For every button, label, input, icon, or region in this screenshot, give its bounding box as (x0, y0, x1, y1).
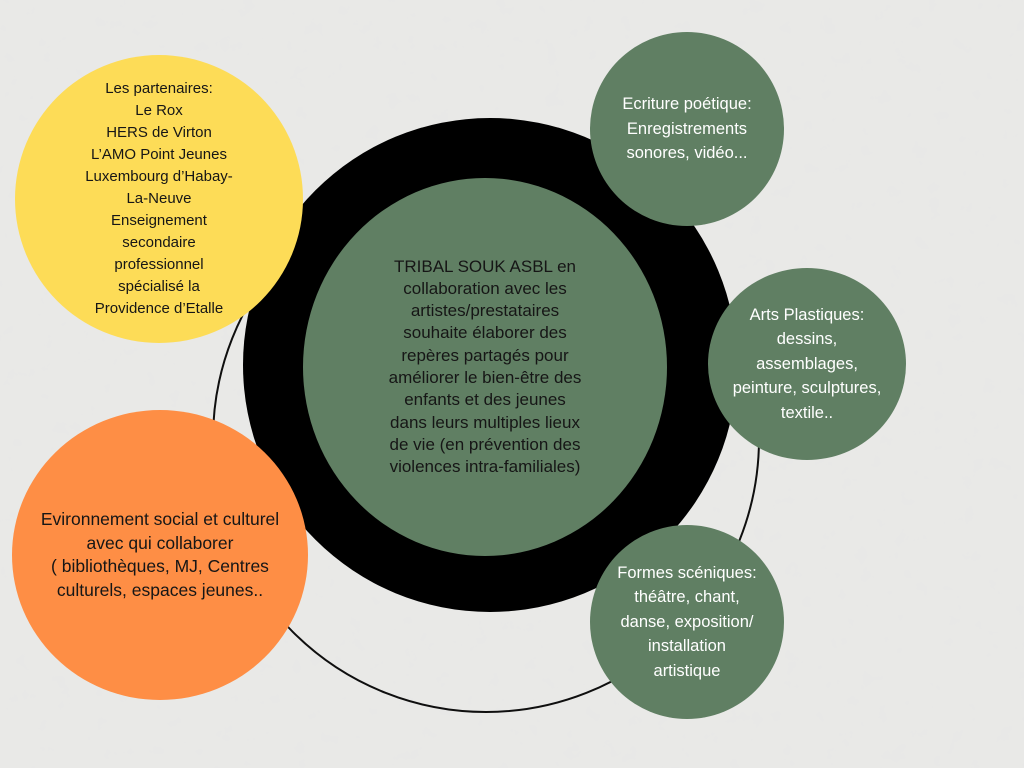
writing-circle: Ecriture poétique: Enregistrements sonor… (590, 32, 784, 226)
stage-text: Formes scéniques: théâtre, chant, danse,… (617, 563, 757, 680)
environment-circle: Evironnement social et culturel avec qui… (12, 410, 308, 700)
center-text: TRIBAL SOUK ASBL en collaboration avec l… (388, 256, 582, 477)
partners-circle: Les partenaires: Le Rox HERS de Virton L… (15, 55, 303, 343)
writing-text: Ecriture poétique: Enregistrements sonor… (622, 95, 752, 163)
stage-circle: Formes scéniques: théâtre, chant, danse,… (590, 525, 784, 719)
environment-text: Evironnement social et culturel avec qui… (40, 509, 280, 600)
arts-text: Arts Plastiques: dessins, assemblages, p… (732, 305, 882, 422)
partners-text: Les partenaires: Le Rox HERS de Virton L… (85, 80, 233, 317)
center-circle: TRIBAL SOUK ASBL en collaboration avec l… (303, 178, 667, 556)
arts-circle: Arts Plastiques: dessins, assemblages, p… (708, 268, 906, 460)
